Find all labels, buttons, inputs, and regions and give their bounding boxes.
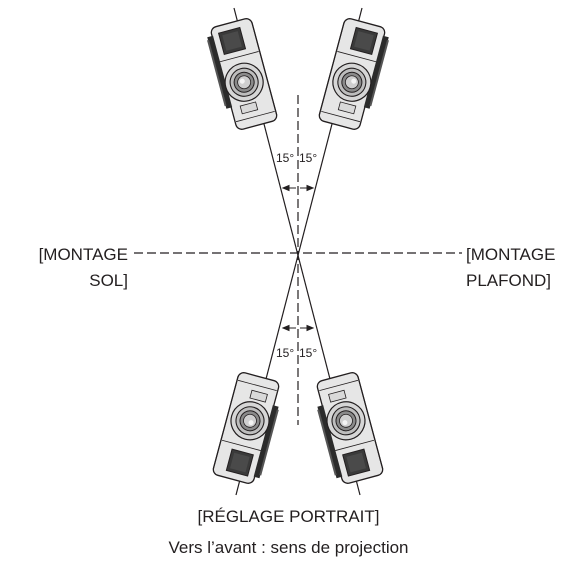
angle-label-upper-left: 15° (276, 151, 294, 165)
ceiling-mount-label-line1: [MONTAGE (466, 245, 555, 264)
projection-direction-caption: Vers l’avant : sens de projection (168, 538, 409, 557)
projector-icon (211, 370, 287, 487)
lower-angle-arrows (281, 324, 315, 332)
floor-mount-label-line2: SOL] (89, 271, 128, 290)
angle-label-lower-left: 15° (276, 346, 294, 360)
portrait-setting-caption: [RÉGLAGE PORTRAIT] (197, 507, 380, 526)
upper-angle-arrows (281, 184, 315, 192)
ceiling-mount-label-line2: PLAFOND] (466, 271, 551, 290)
projector-icon (317, 16, 393, 133)
floor-mount-label-line1: [MONTAGE (39, 245, 128, 264)
angle-label-upper-right: 15° (299, 151, 317, 165)
projector-icon (309, 370, 385, 487)
projector-icon (203, 16, 279, 133)
angle-label-lower-right: 15° (299, 346, 317, 360)
